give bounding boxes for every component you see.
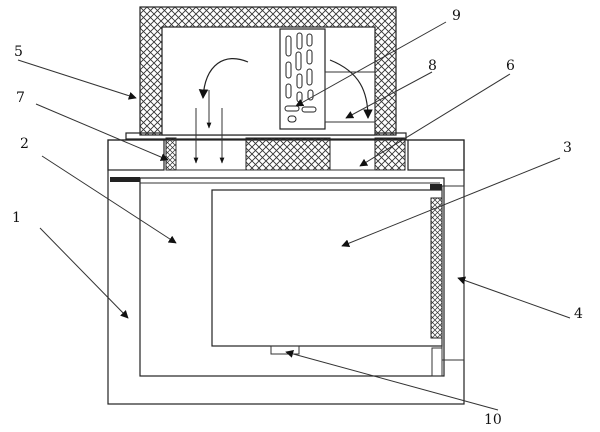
left-rail — [110, 177, 140, 182]
leader-6 — [359, 73, 511, 167]
right-flange — [407, 139, 465, 171]
element-slots — [284, 32, 317, 123]
inner-box — [211, 189, 443, 347]
callout-1: 1 — [12, 210, 21, 226]
bottom-sensor — [270, 345, 300, 355]
leader-5 — [17, 59, 137, 100]
callout-8: 8 — [428, 58, 437, 74]
callout-5: 5 — [14, 44, 23, 60]
right-panel — [441, 185, 465, 361]
callout-9: 9 — [452, 8, 461, 24]
center-filter-block — [245, 137, 331, 171]
chamber-liner — [139, 177, 445, 377]
leader-4 — [457, 276, 571, 319]
callout-4: 4 — [574, 306, 583, 322]
leader-10 — [285, 350, 499, 411]
leader-9 — [295, 21, 447, 107]
airflow-curve-right — [329, 59, 373, 119]
callout-6: 6 — [506, 58, 515, 74]
leader-7 — [35, 103, 169, 161]
right-panel-handle — [431, 347, 443, 377]
callout-10: 10 — [484, 412, 502, 428]
right-rail — [430, 184, 442, 190]
callout-7: 7 — [16, 90, 25, 106]
leader-3 — [341, 157, 561, 248]
callout-3: 3 — [563, 140, 572, 156]
cover-box-cavity — [161, 26, 376, 136]
callout-2: 2 — [20, 136, 29, 152]
leader-2 — [41, 155, 177, 244]
left-seal-block — [165, 137, 177, 171]
airflow-curve-left — [198, 58, 249, 99]
right-seal-block — [374, 137, 406, 171]
leader-1 — [39, 227, 129, 319]
inner-box-right-strip — [430, 197, 443, 339]
outer-housing — [107, 139, 465, 405]
leader-8 — [345, 71, 433, 119]
